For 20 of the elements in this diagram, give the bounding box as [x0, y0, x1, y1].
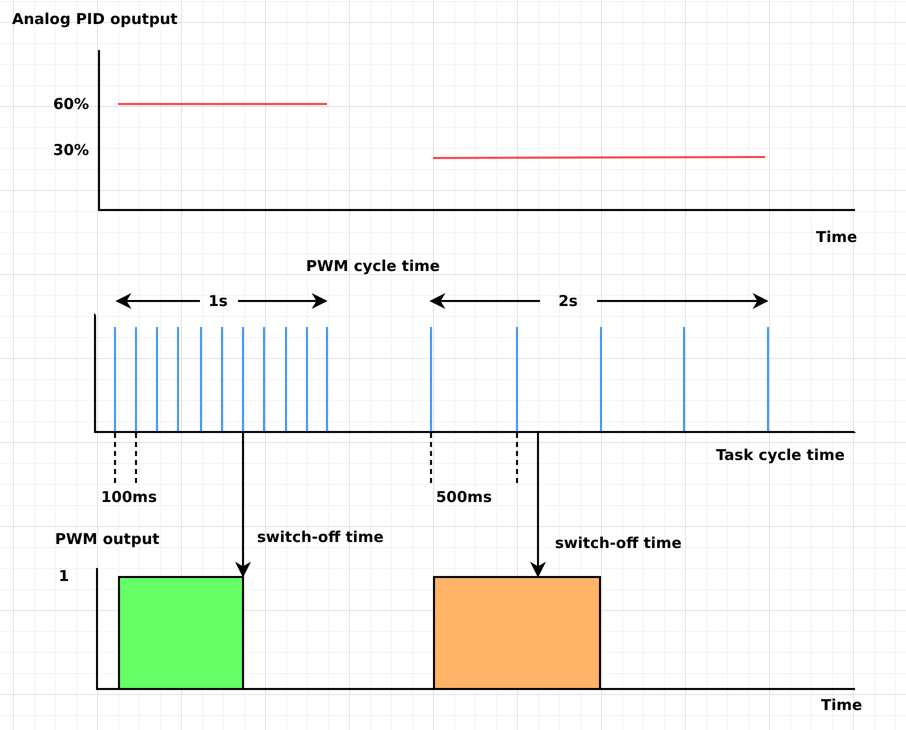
edge-label: switch-off time: [257, 528, 384, 546]
label: 2s: [558, 292, 578, 310]
arrow: [235, 433, 251, 578]
label: 30%: [53, 141, 89, 159]
edge-label: switch-off time: [555, 534, 682, 552]
label: 100ms: [101, 488, 157, 506]
label: 1s: [208, 292, 228, 310]
label: PWM cycle time: [306, 257, 440, 275]
label: Task cycle time: [716, 446, 845, 464]
label: 1: [58, 567, 69, 585]
pulse-block: [118, 576, 244, 690]
label: Analog PID oputput: [12, 10, 178, 28]
label: Time: [816, 228, 858, 246]
pulse-block: [433, 576, 601, 690]
time-axis: [94, 313, 856, 433]
label: 500ms: [436, 488, 492, 506]
label: 60%: [53, 95, 89, 113]
label: PWM output: [55, 530, 160, 548]
arrow: [530, 433, 546, 578]
label: Time: [821, 696, 862, 714]
